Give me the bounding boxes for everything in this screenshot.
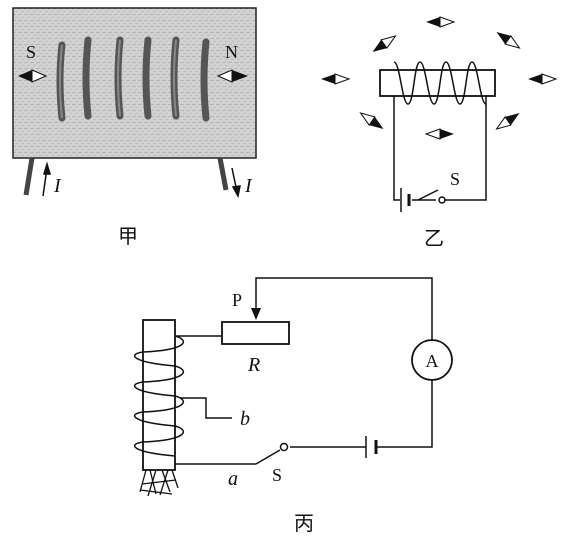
- compass-bottom-left: [359, 112, 384, 130]
- resistor-label: R: [247, 354, 260, 376]
- current-in-label: I: [53, 175, 62, 197]
- attracted-pins: [139, 469, 179, 497]
- caption-bing: 丙: [294, 511, 314, 535]
- compass-right: [528, 73, 558, 85]
- electromagnet-coil: [133, 335, 185, 457]
- caption-jia: 甲: [118, 224, 138, 248]
- bing-switch[interactable]: [255, 442, 289, 465]
- caption-yi: 乙: [424, 226, 444, 250]
- filings-board: [12, 7, 257, 159]
- current-in-arrow: [42, 161, 52, 197]
- north-pole-label: N: [225, 42, 238, 62]
- compass-top-left: [372, 35, 397, 53]
- yi-switch-label: S: [450, 169, 460, 189]
- tap-a-label: a: [228, 468, 238, 490]
- yi-circuit: [393, 96, 487, 201]
- bing-switch-label: S: [272, 465, 282, 485]
- compass-top-right: [496, 31, 521, 49]
- south-pole-label: S: [26, 42, 36, 62]
- yi-switch[interactable]: [417, 189, 446, 204]
- solenoid-winding: [393, 61, 487, 105]
- figure-yi: S: [321, 16, 558, 250]
- current-out-label: I: [244, 175, 253, 197]
- ammeter-label: A: [426, 351, 439, 371]
- compass-bottom-center: [424, 128, 454, 140]
- slider-label: P: [232, 290, 242, 310]
- compass-left: [321, 73, 351, 85]
- compass-top-center: [426, 16, 456, 28]
- tap-b-label: b: [240, 408, 250, 430]
- rheostat[interactable]: [221, 321, 290, 345]
- photo-leads: [23, 157, 229, 196]
- slider-arrowhead: [251, 308, 261, 320]
- bing-battery: [365, 436, 378, 458]
- bing-circuit: [175, 277, 433, 465]
- figure-jia: S N I I 甲: [12, 7, 257, 248]
- current-out-arrow: [231, 167, 241, 199]
- compass-bottom-right: [495, 112, 520, 130]
- compass-needle-right: [216, 69, 248, 83]
- yi-battery: [400, 188, 411, 212]
- figure-bing: P R A S b a 丙: [133, 277, 453, 535]
- compass-needle-left: [18, 69, 48, 83]
- ammeter: A: [411, 339, 453, 381]
